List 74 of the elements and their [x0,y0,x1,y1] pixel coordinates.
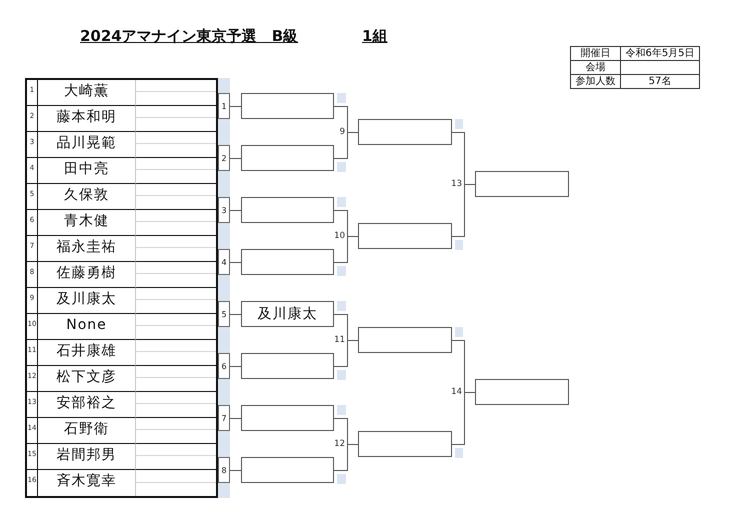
match-box [218,457,230,483]
info-value: 57名 [648,76,672,88]
match-number: 12 [334,439,345,449]
info-value: 令和6年5月5日 [625,48,695,60]
bracket-line [230,314,242,315]
result-box [475,379,569,405]
match-number: 11 [334,335,345,345]
bracket-line [230,418,242,419]
player-name: 田中亮 [64,160,109,176]
result-box [241,353,334,379]
player-name: 久保敦 [64,186,109,202]
result-box [241,301,334,327]
bracket-line [452,392,476,445]
result-box [241,249,334,275]
winner-name: 及川康太 [258,306,318,322]
match-number: 10 [334,231,345,241]
bracket-line [230,470,242,471]
bracket-line [230,106,242,107]
bracket-line [334,132,358,159]
player-name: None [66,316,107,332]
info-label: 参加人数 [576,76,616,88]
player-name: 及川康太 [56,290,116,306]
info-label: 会場 [586,62,606,74]
match-number: 13 [451,179,462,189]
result-box [241,145,334,171]
player-name: 岩間邦男 [56,446,116,462]
match-box [218,197,230,223]
match-number: 1 [221,102,227,110]
match-number: 5 [221,310,227,318]
bracket-line [230,262,242,263]
match-box [218,405,230,431]
result-box [241,405,334,431]
match-box [218,145,230,171]
player-name: 斉木寛幸 [56,473,116,489]
result-box [358,223,452,249]
player-name: 佐藤勇樹 [56,264,116,280]
match-number: 9 [340,127,345,137]
result-box [358,327,452,353]
result-box [475,171,569,197]
player-name: 藤本和明 [56,108,116,124]
match-number: 7 [221,414,227,422]
player-name: 安部裕之 [56,394,116,410]
bracket-line [334,340,358,367]
match-number: 8 [221,466,227,474]
bracket-line [230,366,242,367]
player-name: 大崎薫 [64,82,109,98]
bracket-line [334,236,358,263]
bracket-line [334,444,358,471]
result-box [358,431,452,457]
match-number: 4 [221,258,227,266]
result-box [241,457,334,483]
match-number: 2 [221,154,227,162]
player-name: 石井康雄 [56,342,116,358]
player-name: 福永圭祐 [56,238,116,254]
match-box [218,249,230,275]
result-box [358,119,452,145]
match-number: 3 [221,206,227,214]
page-title: 2024アマナイン東京予選 B級 [80,27,298,45]
info-label: 開催日 [580,48,610,60]
bracket-line [452,184,476,237]
match-number: 6 [221,362,227,370]
player-name: 松下文彦 [56,368,116,384]
player-name: 青木健 [64,212,109,228]
group-heading: 1組 [362,27,388,45]
bracket-line [230,158,242,159]
result-box [241,93,334,119]
player-name: 石野衛 [64,420,109,436]
bracket-line [230,210,242,211]
result-box [241,197,334,223]
match-number: 14 [451,387,462,397]
match-box [218,301,230,327]
player-name: 品川晃範 [56,134,116,150]
match-box [218,93,230,119]
match-box [218,353,230,379]
